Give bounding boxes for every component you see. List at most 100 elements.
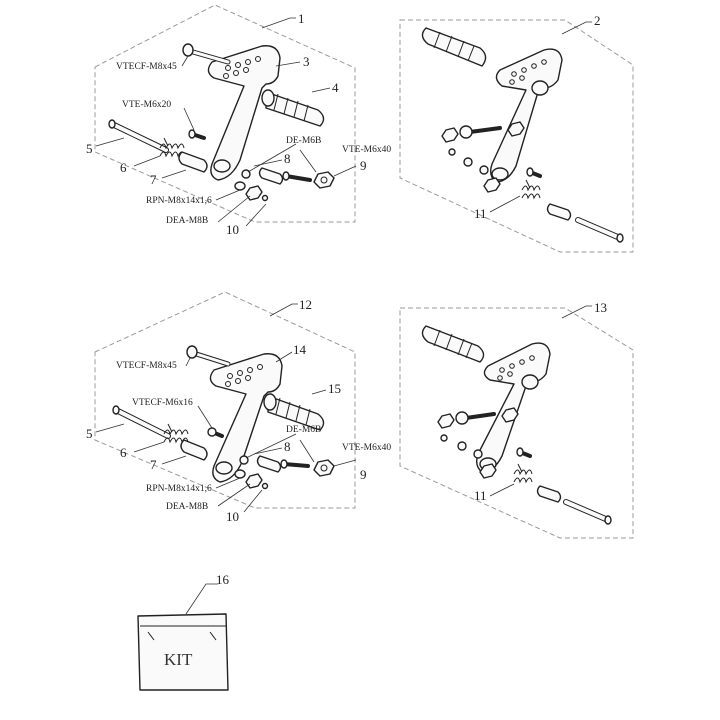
nut-right-a-b [479, 463, 497, 479]
pivot-shaft-right-b [563, 499, 612, 525]
code-vtecf-m6x16: VTECF-M6x16 [132, 398, 193, 408]
callout-5: 5 [86, 141, 93, 156]
foot-peg-b [263, 393, 325, 431]
washer-rpn-b [234, 469, 246, 479]
bushing-right-b [536, 485, 562, 503]
bushing-right [546, 203, 572, 221]
washer-rpn [234, 181, 246, 191]
lever-holes-b [225, 364, 263, 387]
small-washer-b [261, 482, 269, 490]
bolt-right-small [526, 167, 542, 178]
bolt-right-upper-b [437, 407, 519, 429]
callout-labels: 1 2 3 4 5 6 7 8 9 10 11 12 13 14 15 5 6 … [86, 11, 607, 587]
lever-holes-right [509, 59, 547, 85]
nut [313, 171, 335, 189]
callout-13: 13 [594, 300, 607, 315]
return-spring-right [521, 179, 541, 200]
nut-b [313, 459, 335, 477]
callout-4: 4 [332, 80, 339, 95]
assembly-13 [399, 305, 634, 539]
peg-mount-b [521, 374, 539, 390]
spacer-b [256, 455, 282, 473]
bushing-b [180, 439, 208, 461]
assembly-12 [94, 291, 357, 513]
code-dea-m8b-a: DEA-M8B [166, 216, 208, 226]
part-code-labels: VTECF-M8x45 VTE-M6x20 DE-M6B VTE-M6x40 R… [116, 62, 391, 512]
callout-11: 11 [474, 206, 487, 221]
pivot-shaft [108, 119, 169, 153]
assembly-2 [399, 19, 634, 253]
kit-bag [137, 583, 229, 691]
callout-7: 7 [150, 172, 157, 187]
bushing [178, 151, 208, 173]
assembly-2-leaders [489, 21, 592, 213]
bolt-vtecf-m8x45 [182, 43, 231, 65]
nut-dea-m8b-b [245, 473, 263, 489]
washer-right-b-b [457, 441, 467, 451]
return-spring-right-b [513, 463, 533, 484]
assembly-13-leaders [489, 305, 592, 497]
washer-right-c [479, 165, 489, 175]
callout-10: 10 [226, 222, 239, 237]
callout-9: 9 [360, 158, 367, 173]
bolt-vtecf-m8x45-b [186, 345, 231, 367]
spacer [258, 167, 284, 185]
lever-arm-left [207, 45, 281, 181]
small-washer [261, 194, 269, 202]
assembly-1-leaders [95, 17, 357, 227]
pivot-boss [213, 159, 231, 173]
code-vte-m6x40-b: VTE-M6x40 [342, 443, 391, 453]
washer-right-c-b [473, 449, 483, 459]
lever-holes [223, 56, 261, 79]
pivot-boss-b [215, 461, 233, 475]
callout-14: 14 [293, 342, 307, 357]
washer-right-b [463, 157, 473, 167]
lever-holes-right-b [497, 355, 535, 381]
nut-right-a [483, 177, 501, 193]
kit-bag-outline [137, 613, 229, 691]
code-de-m6b-a: DE-M6B [286, 136, 321, 146]
code-rpn-a: RPN-M8x14x1,6 [146, 196, 212, 206]
code-vte-m6x20: VTE-M6x20 [122, 100, 171, 110]
assembly-12-leaders [95, 303, 357, 513]
callout-6: 6 [120, 160, 127, 175]
pivot-shaft-b [112, 405, 171, 439]
code-vtecf-m8x45-a: VTECF-M8x45 [116, 62, 177, 72]
bolt-vtecf-m6x16 [207, 427, 224, 438]
bolt-vte-m6x20 [188, 129, 206, 140]
washer-right-a [448, 148, 456, 156]
nut-dea-m8b [245, 185, 263, 201]
return-spring-b [163, 423, 189, 444]
code-vte-m6x40-a: VTE-M6x40 [342, 145, 391, 155]
bolt-right-upper [441, 121, 525, 143]
pivot-boss-right [491, 167, 509, 181]
assembly-13-frame [399, 307, 634, 539]
assembly-1-frame [94, 4, 356, 223]
code-dea-m8b-b: DEA-M8B [166, 502, 208, 512]
foot-peg-separate [421, 27, 487, 67]
callout-12: 12 [299, 297, 312, 312]
callout-8: 8 [284, 151, 291, 166]
peg-mount [531, 80, 549, 96]
foot-peg-separate-b [421, 325, 485, 363]
callout-6b: 6 [120, 445, 127, 460]
assembly-12-frame [94, 291, 356, 509]
callout-2: 2 [594, 13, 601, 28]
washer-right-a-b [440, 434, 448, 442]
pivot-shaft-right [575, 217, 624, 243]
foot-peg [261, 89, 325, 127]
assembly-1 [94, 4, 357, 227]
bolt-vte-m6x40 [282, 171, 312, 182]
callout-11b: 11 [474, 488, 487, 503]
callout-8b: 8 [284, 439, 291, 454]
assembly-2-frame [399, 19, 634, 253]
callout-3: 3 [303, 54, 310, 69]
code-de-m6b-b: DE-M6B [286, 425, 321, 435]
callout-16: 16 [216, 572, 230, 587]
return-spring [159, 137, 185, 158]
code-vtecf-m8x45-b: VTECF-M8x45 [116, 361, 177, 371]
callout-1: 1 [298, 11, 305, 26]
callout-15: 15 [328, 381, 341, 396]
code-rpn-b: RPN-M8x14x1,6 [146, 484, 212, 494]
